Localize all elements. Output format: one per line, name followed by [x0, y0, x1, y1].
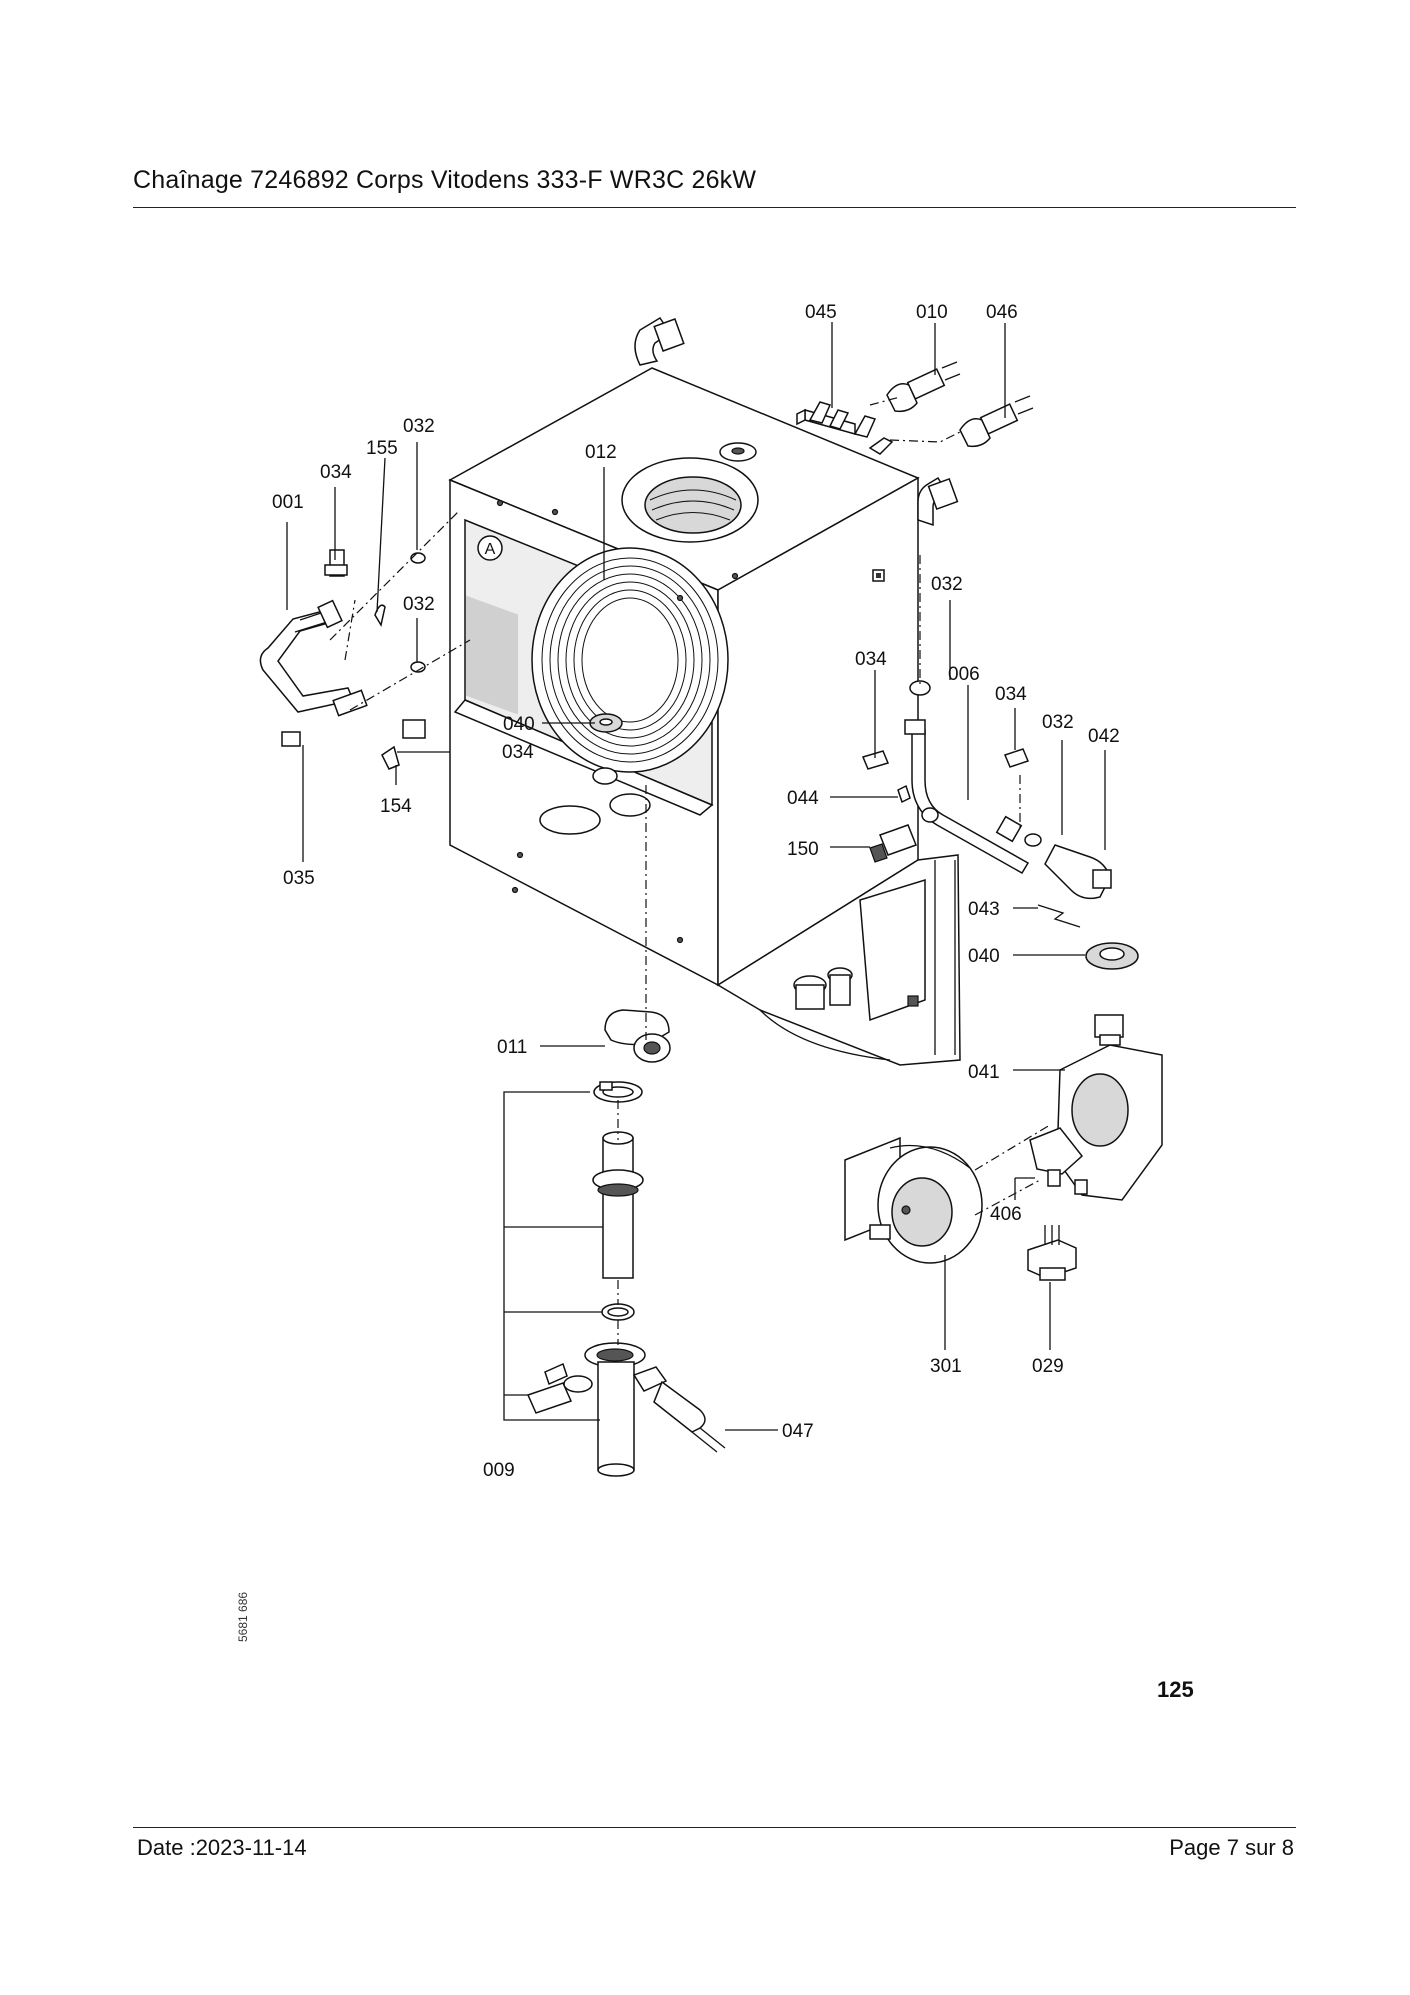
callout-044: 044: [787, 788, 819, 809]
callout-032: 032: [403, 594, 435, 615]
frame-marker: A: [485, 541, 496, 558]
upper-right-hoses: [796, 361, 1034, 455]
callout-032: 032: [403, 416, 435, 437]
callout-155: 155: [366, 438, 398, 459]
callout-010: 010: [916, 302, 948, 323]
right-pipe-assembly: [861, 680, 1112, 900]
callout-046: 046: [986, 302, 1018, 323]
callout-043: 043: [968, 899, 1000, 920]
document-title: Chaînage 7246892 Corps Vitodens 333-F WR…: [133, 166, 757, 194]
callout-047: 047: [782, 1421, 814, 1442]
footer-page-number: Page 7 sur 8: [1169, 1835, 1294, 1860]
pump-motor-301: [844, 1136, 983, 1264]
footer-rule: [133, 1827, 1296, 1828]
callout-406: 406: [990, 1204, 1022, 1225]
clip-043: [1037, 904, 1081, 928]
callout-006: 006: [948, 664, 980, 685]
callout-012: 012: [585, 442, 617, 463]
callout-032: 032: [1042, 712, 1074, 733]
callout-009: 009: [483, 1460, 515, 1481]
header-rule: [133, 207, 1296, 208]
callout-034: 034: [502, 742, 534, 763]
leader-lines: [286, 322, 1106, 1431]
callout-035: 035: [283, 868, 315, 889]
callout-040: 040: [503, 714, 535, 735]
callout-011: 011: [497, 1037, 527, 1058]
callout-034: 034: [995, 684, 1027, 705]
drawing-code: 5681 686: [236, 1592, 250, 1642]
callout-032: 032: [931, 574, 963, 595]
callout-labels: 001 034 155 032 032 012 040 034 154 035 …: [272, 302, 1120, 1481]
callout-042: 042: [1088, 726, 1120, 747]
callout-029: 029: [1032, 1356, 1064, 1377]
figure-number: 125: [1157, 1677, 1194, 1702]
callout-040: 040: [968, 946, 1000, 967]
callout-041: 041: [968, 1062, 1000, 1083]
drain-valve-150: [869, 784, 939, 863]
callout-034: 034: [855, 649, 887, 670]
callout-001: 001: [272, 492, 304, 513]
connector-029: [1027, 1225, 1077, 1281]
pump-housing-041: [1029, 1014, 1163, 1201]
callout-301: 301: [930, 1356, 962, 1377]
callout-045: 045: [805, 302, 837, 323]
left-pipe-assembly: [259, 549, 426, 770]
siphon-assembly: [526, 1009, 726, 1477]
callout-034: 034: [320, 462, 352, 483]
boiler-body: [448, 316, 961, 1066]
callout-154: 154: [380, 796, 412, 817]
callout-150: 150: [787, 839, 819, 860]
footer-date: Date :2023-11-14: [137, 1835, 307, 1860]
